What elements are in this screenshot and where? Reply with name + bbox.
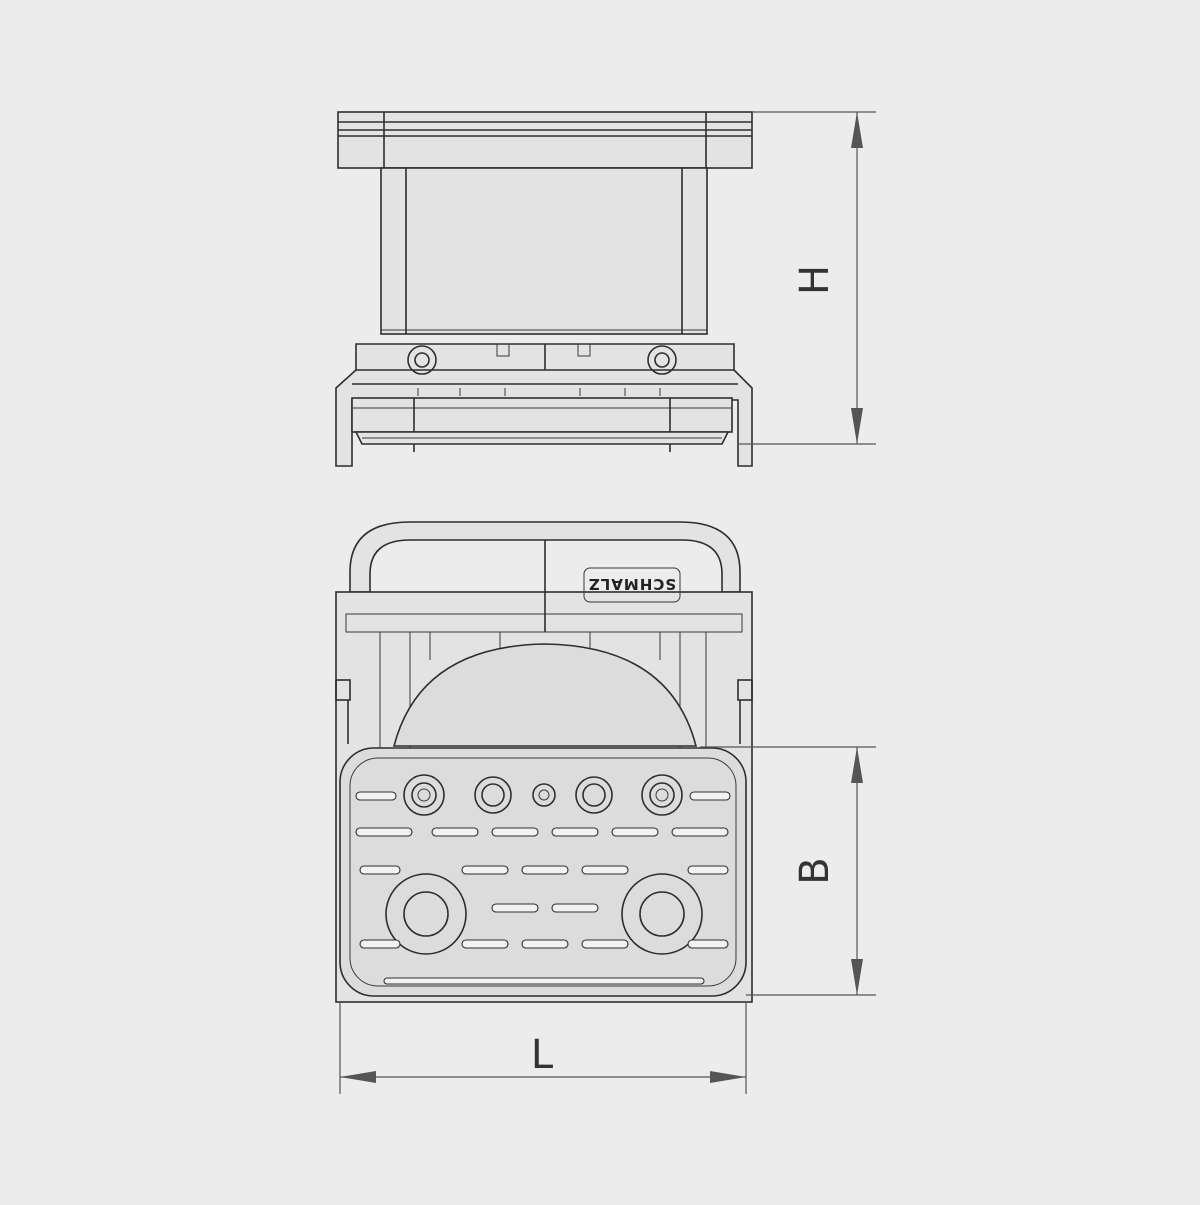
side-view (335, 111, 753, 467)
fitting-screw-left (403, 774, 445, 816)
port-left (474, 776, 512, 814)
brand-plate (583, 567, 681, 603)
fitting-screw-right (641, 774, 683, 816)
dome (392, 643, 698, 747)
arrow-down (851, 408, 863, 444)
arrow-up (851, 747, 863, 783)
dimension-h-label: H (792, 265, 838, 295)
suction-plate (351, 397, 733, 433)
brand-label: SCHMALZ (588, 575, 676, 593)
dimension-b-label: B (792, 857, 838, 884)
suction-port-right (621, 873, 703, 955)
screw-right (647, 345, 677, 375)
top-plate (337, 111, 753, 169)
dimension-l-label: L (531, 1032, 554, 1078)
top-view: SCHMALZ (335, 521, 753, 1003)
dimension-l: L (339, 1002, 747, 1094)
dimension-h: H (738, 111, 876, 445)
arrow-left (340, 1071, 376, 1083)
main-block (380, 167, 708, 335)
arrow-right (710, 1071, 746, 1083)
port-right (575, 776, 613, 814)
center-valve (532, 783, 556, 807)
arrow-down (851, 959, 863, 995)
suction-slots (355, 791, 731, 985)
dimension-b: B (700, 746, 876, 996)
arrow-up (851, 112, 863, 148)
suction-port-left (385, 873, 467, 955)
screw-left (407, 345, 437, 375)
